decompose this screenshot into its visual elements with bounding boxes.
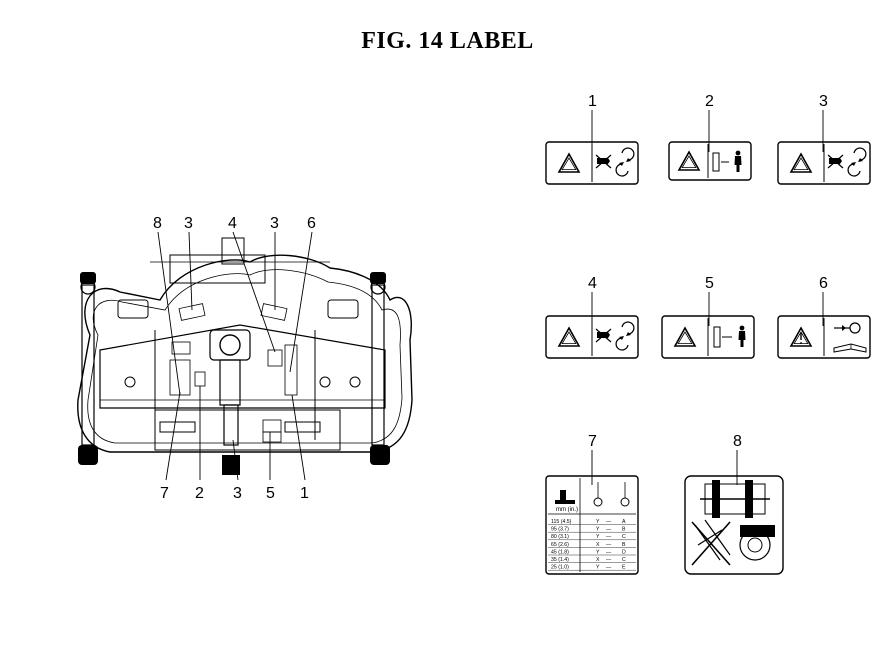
decal7-cell: — <box>606 542 612 548</box>
decal7-cell: 95 (3.7) <box>551 527 569 533</box>
deck-callout-4: 4 <box>228 215 237 232</box>
figure-title: FIG. 14 LABEL <box>361 28 534 54</box>
blade-wheel-icon <box>739 525 775 561</box>
warning-triangle-icon <box>558 153 580 173</box>
decal7-cell: 25 (1.0) <box>551 565 569 571</box>
deck-callout-7: 7 <box>160 485 169 502</box>
decal7-cell: Y <box>596 549 600 555</box>
decal7-cell: — <box>606 565 612 571</box>
decal-number-3: 3 <box>819 93 828 110</box>
decal7-cell: — <box>606 549 612 555</box>
rotating-blade-icon <box>847 147 867 177</box>
decal-7: mm (in.) 115 (4.5) Y — A 95 (3.7) Y — B 80 (3.1)… <box>545 475 639 575</box>
warning-triangle-icon <box>674 327 696 347</box>
warning-triangle-icon <box>558 327 580 347</box>
decal7-cell: — <box>606 527 612 533</box>
deck-callout-2: 2 <box>195 485 204 502</box>
decal-5 <box>661 315 755 359</box>
decal7-unit: mm (in.) <box>556 507 578 513</box>
warning-triangle-icon <box>678 151 700 171</box>
decal-2 <box>668 141 752 181</box>
decal7-cell: — <box>606 519 612 525</box>
decal7-cell: C <box>622 534 626 540</box>
decal7-cell: 65 (2.6) <box>551 542 569 548</box>
decal7-cell: — <box>606 534 612 540</box>
decal7-cell: 115 (4.5) <box>551 519 572 525</box>
decal7-cell: Y <box>596 534 600 540</box>
decal-3 <box>777 141 871 185</box>
height-adjust-icon <box>555 490 575 504</box>
decal7-cell: X <box>596 542 600 548</box>
decal7-cell: E <box>622 565 626 571</box>
key-removal-icon <box>834 322 861 334</box>
decal-number-2: 2 <box>705 93 714 110</box>
decal7-cell: D <box>622 549 626 555</box>
decal7-cell: — <box>606 557 612 563</box>
warning-triangle-icon <box>790 153 812 173</box>
decal7-cell: Y <box>596 519 600 525</box>
deck-callout-6: 6 <box>307 215 316 232</box>
decal-number-1: 1 <box>588 93 597 110</box>
decal-6 <box>777 315 871 359</box>
deck-callout-1: 1 <box>300 485 309 502</box>
decal7-cell: X <box>596 557 600 563</box>
deck-callout-3b: 3 <box>270 215 279 232</box>
decal7-cell: Y <box>596 565 600 571</box>
deck-callout-8: 8 <box>153 215 162 232</box>
decal7-cell: B <box>622 527 626 533</box>
no-tilt-icon <box>691 519 731 566</box>
callout-leaders <box>157 231 313 481</box>
mower-deck-diagram <box>77 237 413 475</box>
read-manual-icon <box>833 343 867 353</box>
no-hand-icon <box>827 154 844 169</box>
no-hand-icon <box>595 328 612 343</box>
decal7-cell: A <box>622 519 626 525</box>
rotating-blade-icon <box>615 321 635 351</box>
decal7-cell: 45 (1.8) <box>551 549 569 555</box>
decal-8 <box>684 475 784 575</box>
no-hand-icon <box>595 154 612 169</box>
decal-number-6: 6 <box>819 275 828 292</box>
deck-callout-3a: 3 <box>184 215 193 232</box>
decal-4 <box>545 315 639 359</box>
decal-number-4: 4 <box>588 275 597 292</box>
decal-1 <box>545 141 639 185</box>
rotating-blade-icon <box>615 147 635 177</box>
decal-number-7: 7 <box>588 433 597 450</box>
decal7-cell: 35 (1.4) <box>551 557 569 563</box>
decal7-cell: C <box>622 557 626 563</box>
decal7-cell: Y <box>596 527 600 533</box>
decal-number-5: 5 <box>705 275 714 292</box>
deck-callout-5: 5 <box>266 485 275 502</box>
deck-callout-3c: 3 <box>233 485 242 502</box>
decal7-cell: 80 (3.1) <box>551 534 569 540</box>
decal-number-8: 8 <box>733 433 742 450</box>
decal7-cell: B <box>622 542 626 548</box>
